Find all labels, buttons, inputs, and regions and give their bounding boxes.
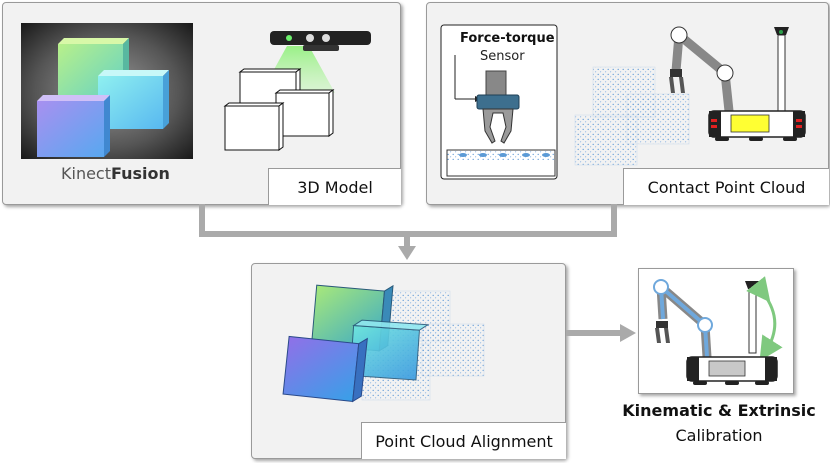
kinect-panel: KinectFusion 3D Model — [2, 2, 401, 205]
kinect-fusion-label: KinectFusion — [61, 164, 170, 183]
gripper-mount — [485, 70, 507, 96]
arrowhead-right — [620, 324, 636, 342]
aligned-cloud-right — [421, 323, 485, 377]
block-purple — [37, 101, 104, 157]
robot-mast — [777, 34, 786, 114]
alignment-panel: Point Cloud Alignment — [251, 263, 566, 459]
kinect-panel-caption: 3D Model — [268, 168, 401, 205]
kinect-sensor — [270, 31, 371, 45]
aligned-block-purple — [282, 335, 360, 402]
model-box-right — [275, 92, 330, 137]
result-robot-mast — [748, 286, 757, 354]
fusion-word: Fusion — [111, 164, 170, 183]
cloud-box-mid — [626, 93, 690, 145]
gripper-fingers — [482, 108, 514, 144]
cloud-box-left — [574, 114, 638, 166]
force-torque-sensor — [476, 94, 520, 110]
motion-arc — [746, 276, 783, 362]
kinect-fusion-illustration — [21, 23, 371, 159]
alignment-illustration — [282, 284, 485, 403]
kinect-word: Kinect — [61, 164, 111, 183]
robot-arm-links — [671, 30, 734, 112]
arrowhead-down — [398, 246, 416, 260]
contact-panel: Force-torque Sensor Contact Point Cloud — [426, 2, 829, 205]
model-box-front — [224, 105, 280, 151]
result-title: Kinematic & Extrinsic — [622, 401, 816, 420]
contact-panel-caption: Contact Point Cloud — [623, 168, 829, 205]
alignment-panel-caption: Point Cloud Alignment — [361, 422, 566, 459]
calibrated-robot-illustration — [653, 276, 783, 385]
sensor-subtitle: Sensor — [480, 49, 525, 64]
calibration-result-box — [638, 268, 794, 394]
robot-yellow-panel — [730, 114, 770, 133]
contact-illustration — [440, 24, 806, 180]
sensor-title: Force-torque — [460, 31, 555, 46]
result-subtitle: Calibration — [675, 426, 763, 445]
